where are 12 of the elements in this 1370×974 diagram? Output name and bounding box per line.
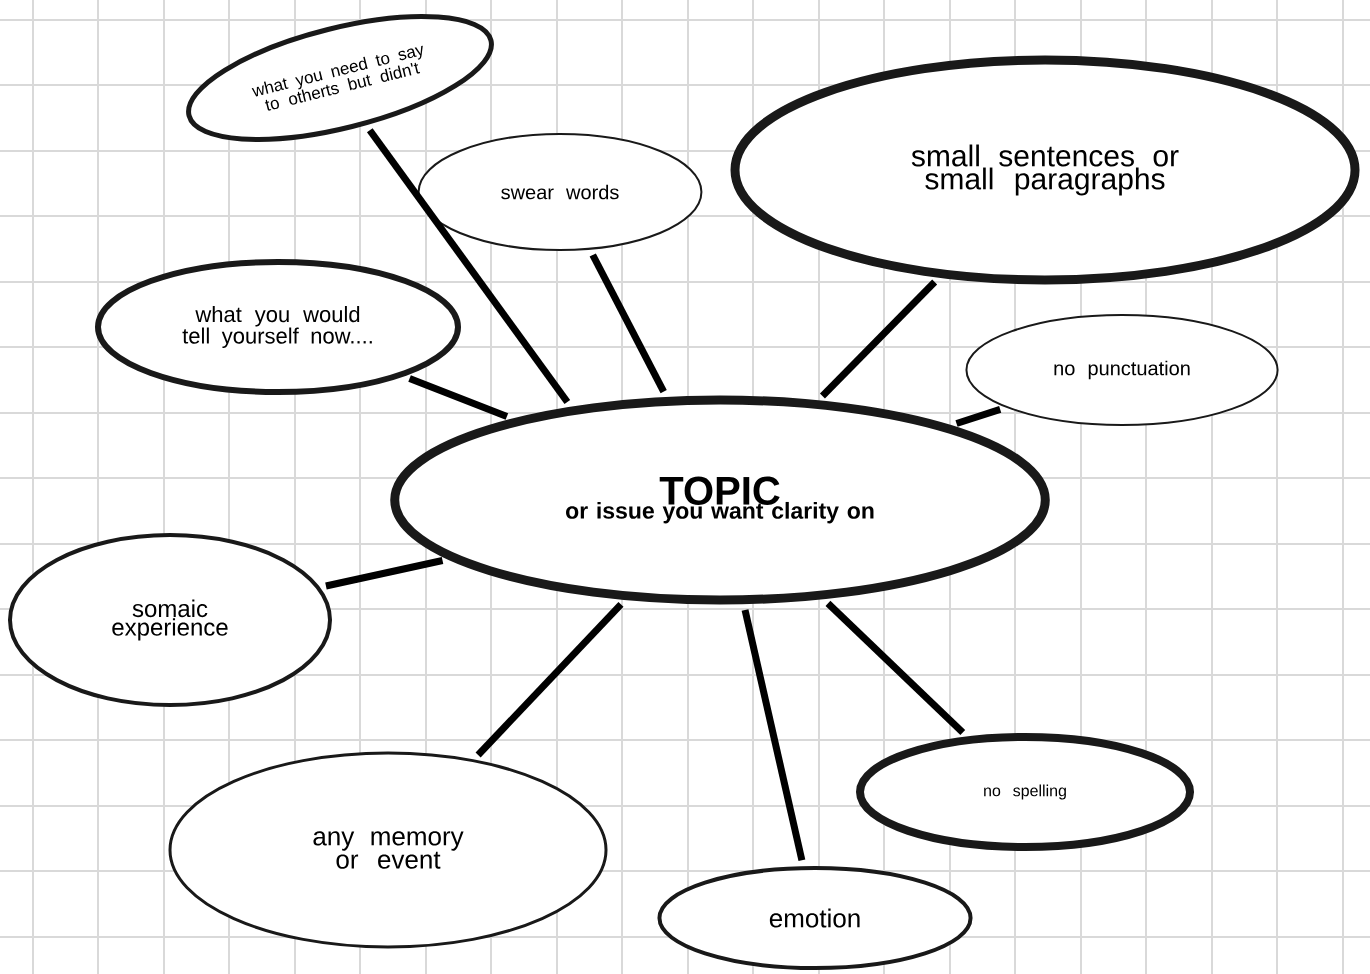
- connector-line: [366, 128, 571, 404]
- connector-line: [741, 609, 806, 862]
- node-label: any memory or event: [313, 831, 464, 869]
- node-label: small sentences or small paragraphs: [911, 144, 1179, 196]
- connector-line: [475, 602, 624, 758]
- connector-line: [819, 279, 938, 399]
- connector-line: [325, 557, 444, 590]
- connector-line: [408, 375, 509, 420]
- connector-line: [589, 253, 667, 394]
- connector-line: [825, 600, 966, 735]
- node-label: emotion: [769, 908, 860, 928]
- connector-line: [955, 406, 1002, 427]
